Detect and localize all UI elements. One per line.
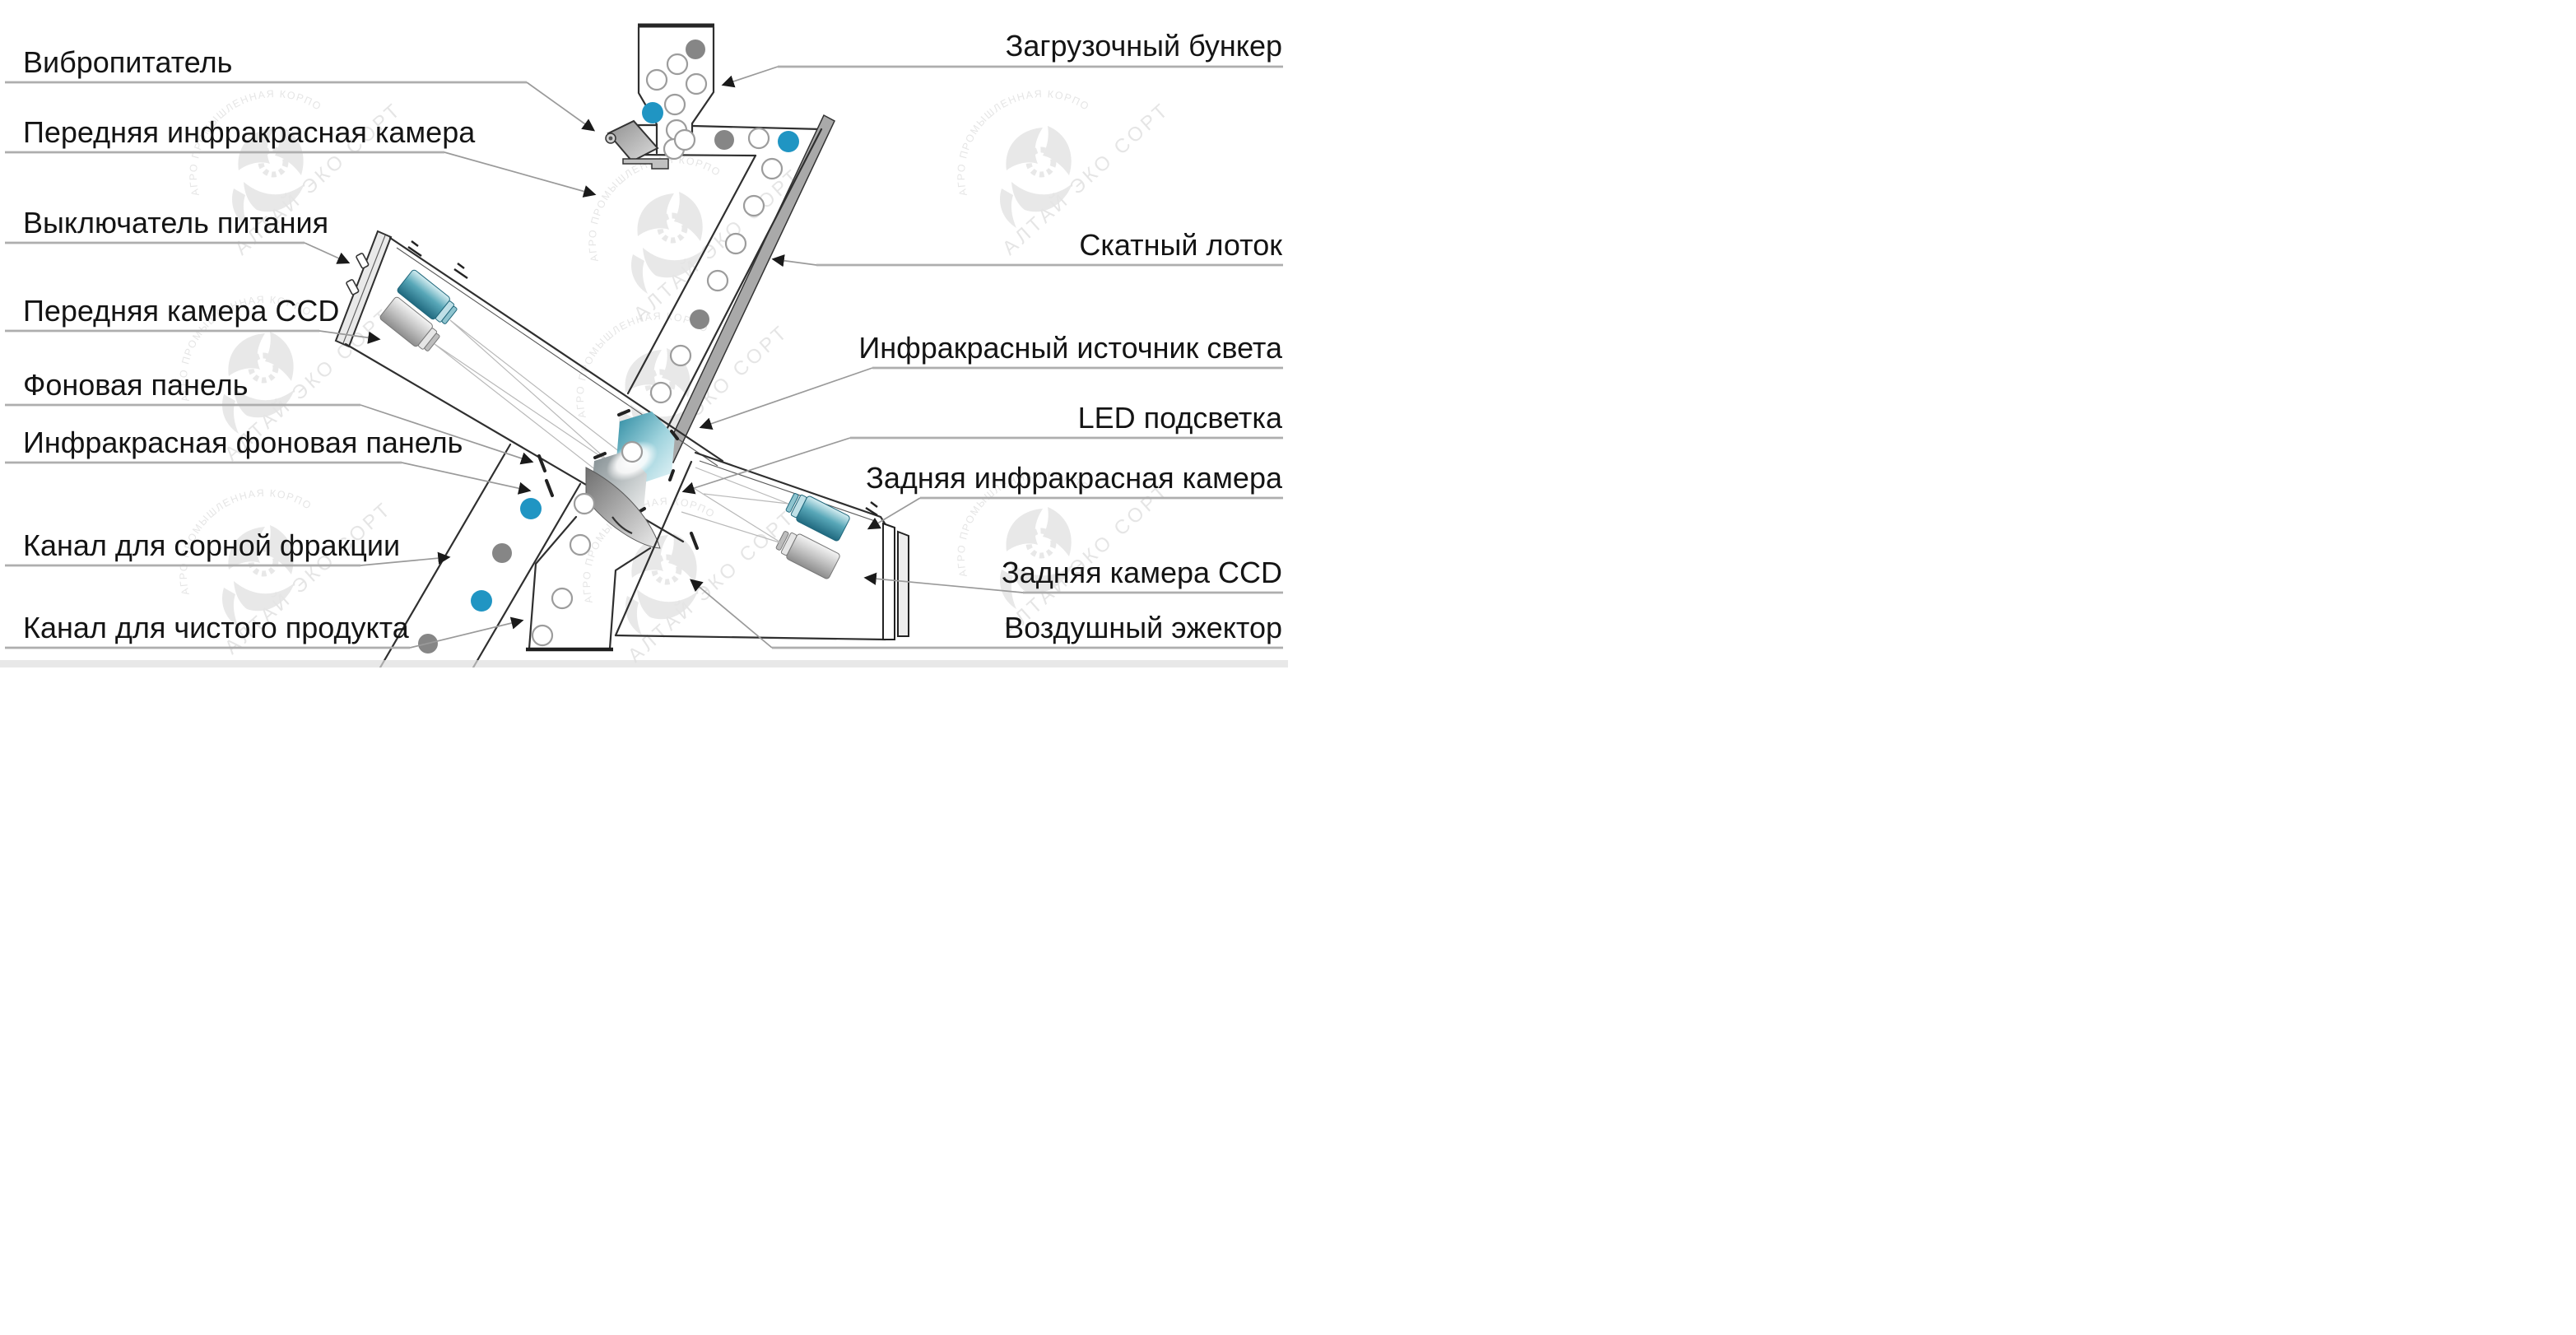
front-ir-camera-part [397, 269, 458, 324]
label-front-ir-camera: Передняя инфракрасная камера [23, 115, 476, 149]
leader-front-ccd [319, 330, 381, 344]
labels-left: Вибропитатель Передняя инфракрасная каме… [23, 45, 476, 644]
leader-air-ejector [690, 579, 773, 649]
label-background-panel: Фоновая панель [23, 368, 249, 402]
label-loading-hopper: Загрузочный бункер [1006, 29, 1282, 63]
label-ir-background-panel: Инфракрасная фоновая панель [23, 426, 463, 459]
leader-front-ir-camera [444, 151, 597, 198]
grain-dots-chute [621, 157, 783, 463]
label-clean-channel: Канал для чистого продукта [23, 611, 410, 644]
grain-dots-tray [673, 127, 799, 152]
leader-ir-light-source [699, 367, 873, 430]
bottom-edge-strip [0, 660, 1288, 668]
label-rear-ccd-camera: Задняя камера CCD [1002, 556, 1282, 589]
rear-wall-inner [882, 522, 895, 640]
front-ccd-camera-part [379, 296, 440, 351]
power-switch-part [346, 253, 370, 295]
chute-back-plate [662, 114, 835, 464]
leader-vibro-feeder [526, 81, 596, 132]
rear-wall-panel [897, 530, 909, 637]
vibro-feeder-bracket [605, 119, 669, 170]
leader-rear-ir-camera [867, 497, 921, 530]
leader-lines [5, 65, 1283, 649]
label-front-ccd-camera: Передняя камера CCD [23, 294, 339, 328]
label-power-switch: Выключатель питания [23, 206, 328, 240]
label-vibro-feeder: Вибропитатель [23, 45, 232, 79]
labels-right: Загрузочный бункер Скатный лоток Инфракр… [858, 29, 1283, 644]
chute-part [626, 114, 835, 464]
inspection-zone [537, 409, 699, 550]
label-rear-ir-camera: Задняя инфракрасная камера [866, 461, 1283, 495]
label-led-backlight: LED подсветка [1078, 401, 1283, 435]
leader-background-panel [360, 404, 534, 465]
background-panel-marks [537, 454, 554, 497]
leader-led-backlight [681, 437, 851, 495]
diagram-canvas: АГРО ПРОМЫШЛЕННАЯ КОРПОРАЦИЯ АЛТАЙ ЭКО С… [0, 23, 1288, 668]
label-air-ejector: Воздушный эжектор [1004, 611, 1282, 644]
leader-rear-ccd [863, 572, 1024, 593]
rear-ir-camera-part [785, 493, 850, 542]
leader-loading-hopper [721, 66, 779, 88]
label-waste-channel: Канал для сорной фракции [23, 528, 400, 562]
camera-mount-clamps [407, 240, 468, 279]
leader-waste-channel [360, 551, 451, 566]
leader-clean-channel [409, 616, 524, 649]
leader-ir-background-panel [401, 462, 532, 495]
ir-background-panel-mark [690, 532, 699, 550]
grain-dots-hopper [642, 40, 708, 160]
rear-camera-box [614, 451, 909, 641]
leader-chute [771, 254, 817, 267]
clean-channel-part [526, 515, 652, 652]
rear-ccd-camera-part [775, 531, 840, 579]
label-chute: Скатный лоток [1079, 228, 1282, 262]
grain-dots-clean [531, 492, 596, 647]
air-ejector-part [585, 467, 661, 549]
grain-dots-waste [418, 498, 542, 654]
sorter-diagram: АГРО ПРОМЫШЛЕННАЯ КОРПОРАЦИЯ АЛТАЙ ЭКО С… [0, 0, 1288, 668]
label-ir-light-source: Инфракрасный источник света [858, 331, 1283, 365]
leader-power-switch [304, 242, 351, 264]
